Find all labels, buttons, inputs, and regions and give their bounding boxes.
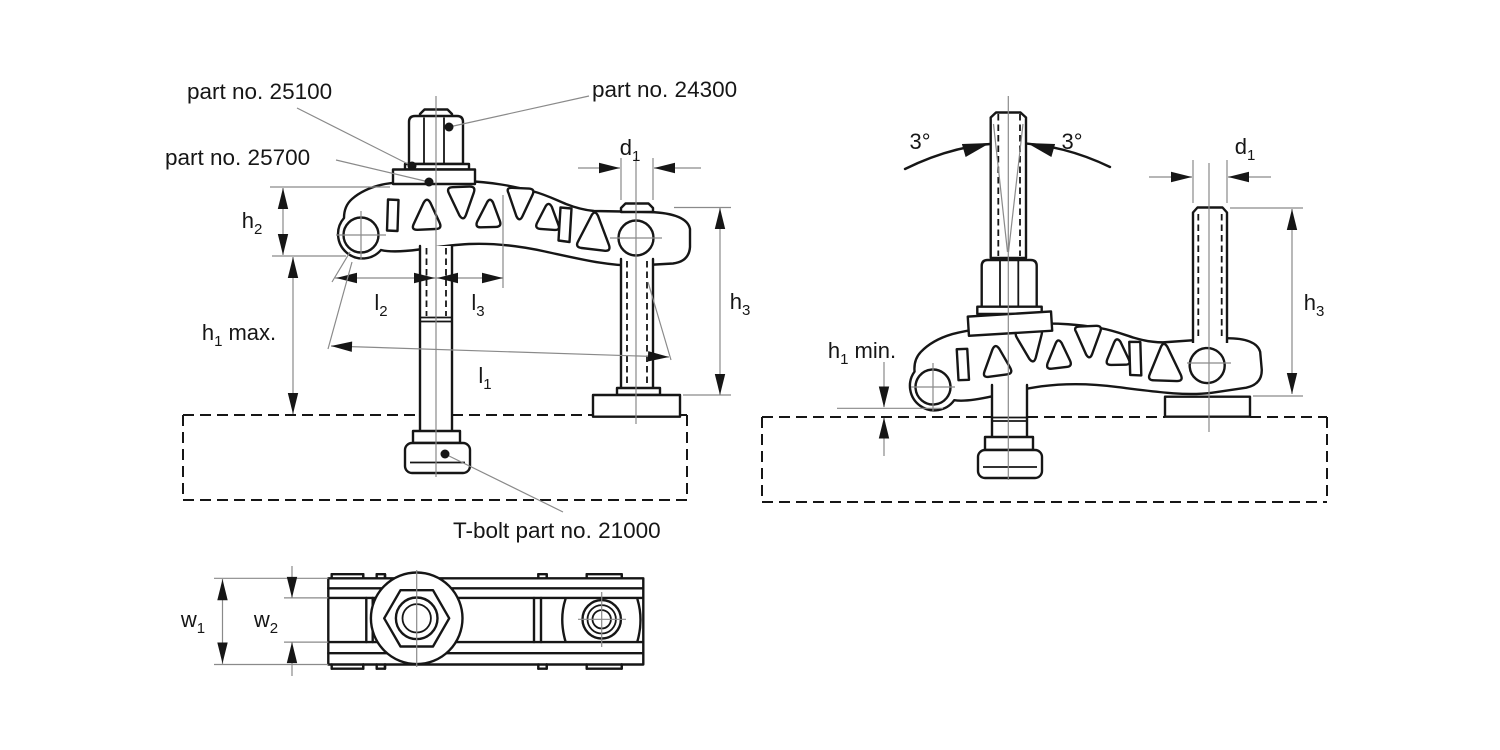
part-leaders xyxy=(296,95,590,513)
clamping-nut-assembly xyxy=(391,108,477,186)
dimension-l1 xyxy=(327,261,672,363)
leader-dot-25700 xyxy=(424,177,434,187)
dim-label-l1: l1 xyxy=(478,363,491,393)
dimension-h2 xyxy=(270,186,390,257)
annotations: part no. 25100 part no. 24300 part no. 2… xyxy=(165,77,1324,637)
label-part-25700: part no. 25700 xyxy=(165,145,310,170)
t-bolt-head xyxy=(976,448,1044,480)
label-part-24300: part no. 24300 xyxy=(592,77,737,102)
front-view-min-height xyxy=(761,96,1328,503)
dimension-w1 xyxy=(214,577,329,666)
dim-label-w2: w2 xyxy=(253,607,278,637)
thrust-pad xyxy=(391,168,477,186)
t-bolt-head xyxy=(403,441,472,475)
clamping-nut-assembly xyxy=(966,258,1054,338)
dim-label-l3: l3 xyxy=(471,290,484,320)
dim-label-d1-left: d1 xyxy=(620,135,641,165)
t-bolt xyxy=(976,383,1044,480)
t-bolt-neck xyxy=(983,435,1035,452)
dimension-h3-left xyxy=(674,206,731,396)
clamp-arm xyxy=(336,179,692,267)
front-view-max-height xyxy=(182,95,731,513)
support-leg-top xyxy=(619,202,655,214)
leg-boss-silhouette xyxy=(561,597,642,643)
dimension-w2 xyxy=(284,566,329,676)
dim-label-angle-left: 3° xyxy=(909,129,930,154)
dimension-l2-l3 xyxy=(331,195,504,288)
machine-table xyxy=(761,416,1328,503)
leader-dot-tbolt xyxy=(440,449,450,459)
thrust-pad xyxy=(966,310,1054,338)
dimension-h3-right xyxy=(1230,207,1303,397)
label-part-25100: part no. 25100 xyxy=(187,79,332,104)
dim-label-d1-right: d1 xyxy=(1235,134,1256,164)
dimension-h1max xyxy=(287,257,299,414)
dim-label-w1: w1 xyxy=(180,607,205,637)
machine-table xyxy=(182,414,688,501)
dim-label-h3-left: h3 xyxy=(730,289,751,319)
dim-label-h3-right: h3 xyxy=(1304,290,1325,320)
dimension-d1-left xyxy=(578,158,701,200)
centerlines xyxy=(911,96,1231,480)
hex-nut xyxy=(980,258,1038,308)
leader-dot-25100 xyxy=(407,161,417,171)
top-view xyxy=(214,566,645,676)
rib-tabs xyxy=(330,573,623,670)
support-leg xyxy=(1191,206,1229,343)
dim-label-h2: h2 xyxy=(242,208,263,238)
leg-foot xyxy=(1163,395,1252,418)
centerlines xyxy=(416,570,626,667)
dim-label-l2: l2 xyxy=(374,290,387,320)
leader-dot-24300 xyxy=(444,122,454,132)
label-part-tbolt: T-bolt part no. 21000 xyxy=(453,518,661,543)
dimension-d1-right xyxy=(1149,160,1271,203)
centerlines xyxy=(336,96,662,477)
dim-label-angle-right: 3° xyxy=(1061,129,1082,154)
dimension-h1min xyxy=(837,362,943,456)
